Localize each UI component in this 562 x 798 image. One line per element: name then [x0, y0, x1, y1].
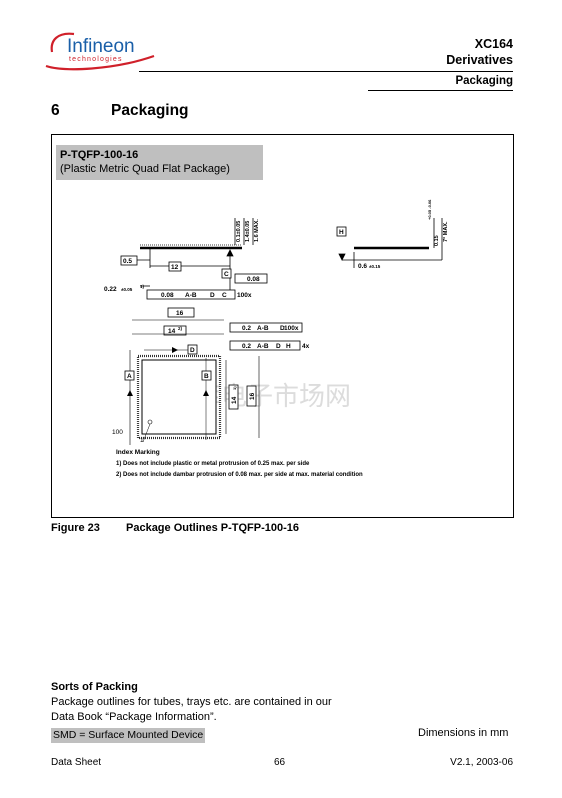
dim-14-vertical: 14: [231, 396, 238, 404]
sorts-text: Package outlines for tubes, trays etc. a…: [51, 695, 381, 725]
index-marking-label: Index Marking: [116, 449, 160, 456]
package-name: P-TQFP-100-16: [60, 149, 139, 161]
logo-wordmark: Infineon: [67, 36, 135, 57]
dim-14: 14: [168, 328, 176, 335]
dim-0-6-tol: ±0.15: [369, 264, 381, 269]
pos-tol-value: 0.08: [161, 292, 174, 299]
dim-0-22-foot: 1): [140, 284, 145, 289]
smd-note: SMD = Surface Mounted Device: [51, 728, 206, 743]
datum-a: A: [127, 373, 132, 380]
dim-14-vertical-foot: 1): [232, 386, 237, 390]
page-number: 66: [274, 757, 286, 768]
dim-0-1: 0.1±0.05: [236, 221, 242, 242]
pos-tol-ref2: D: [210, 292, 215, 299]
dim-7-max: 7° MAX.: [443, 221, 449, 242]
dim-0-22: 0.22: [104, 286, 117, 293]
flat2-ref: A-B: [257, 343, 269, 350]
header-rule-2: [368, 90, 513, 91]
pos-tol-ref3: C: [222, 292, 227, 299]
chapter-title: Packaging: [111, 102, 189, 119]
flat2-count: 4x: [302, 343, 310, 350]
chip-top-view: [136, 354, 222, 440]
dim-0-6: 0.6: [358, 263, 367, 270]
dim-12: 12: [171, 264, 179, 271]
footer-left: Data Sheet: [51, 757, 102, 768]
flat1-count: 100x: [284, 325, 299, 332]
figure-number: Figure 23: [51, 522, 100, 534]
dim-1-6-max: 1.6 MAX.: [254, 219, 260, 242]
note-2: 2) Does not include dambar protrusion of…: [116, 472, 363, 478]
header-rule: [139, 71, 513, 72]
dim-0-5: 0.5: [123, 258, 132, 265]
chapter-number: 6: [51, 102, 60, 119]
figure-title: Package Outlines P-TQFP-100-16: [126, 522, 300, 534]
package-label: P-TQFP-100-16 (Plastic Metric Quad Flat …: [56, 145, 263, 180]
flat2-ref2: D: [276, 343, 281, 350]
flat1-ref2: D: [280, 325, 285, 332]
header-product: XC164 Derivatives: [446, 36, 513, 68]
dim-16: 16: [176, 310, 184, 317]
sorts-line-1: Package outlines for tubes, trays etc. a…: [51, 696, 332, 708]
pin-1-label: 1: [140, 437, 144, 444]
dimensions-note: Dimensions in mm: [418, 727, 509, 739]
dim-14-foot: 2): [178, 326, 183, 331]
footer-version: V2.1, 2003-06: [450, 757, 513, 768]
product-name: XC164: [474, 37, 513, 51]
package-drawing: 维库电子市场网 0.5 12 0.22 ±0.05 1) C 0.08 0.08…: [54, 190, 512, 516]
sorts-title: Sorts of Packing: [51, 681, 138, 693]
infineon-logo: Infineon technologies: [44, 26, 159, 72]
header-section: Packaging: [455, 75, 513, 87]
flat2-value: 0.2: [242, 343, 251, 350]
dim-16-vertical: 16: [249, 392, 256, 400]
side-view: [124, 218, 254, 290]
flatness-0-08: 0.08: [247, 276, 260, 283]
datum-b: B: [204, 373, 209, 380]
pin-100-label: 100: [112, 429, 123, 436]
package-description: (Plastic Metric Quad Flat Package): [60, 163, 230, 175]
pos-tol-count: 100x: [237, 292, 252, 299]
dim-0-15-tol: +0.05 -0.06: [427, 199, 432, 220]
dim-0-15: 0.15: [434, 235, 440, 246]
datum-d: D: [190, 347, 195, 354]
figure-caption: Figure 23 Package Outlines P-TQFP-100-16: [51, 522, 299, 534]
pos-tol-ref: A-B: [185, 292, 197, 299]
product-subtitle: Derivatives: [446, 53, 513, 67]
sorts-line-2: Data Book “Package Information”.: [51, 711, 217, 723]
datum-c: C: [224, 271, 229, 278]
logo-tagline: technologies: [69, 56, 123, 63]
figure-frame: [51, 134, 514, 518]
flat1-value: 0.2: [242, 325, 251, 332]
dim-1-4: 1.4±0.05: [245, 221, 251, 242]
chapter-heading: 6 Packaging: [51, 102, 189, 120]
dim-0-22-tol: ±0.05: [121, 287, 133, 292]
note-1: 1) Does not include plastic or metal pro…: [116, 461, 310, 467]
lead-detail: [338, 218, 443, 268]
flat1-ref: A-B: [257, 325, 269, 332]
flat2-ref3: H: [286, 343, 291, 350]
datum-h: H: [339, 229, 344, 236]
